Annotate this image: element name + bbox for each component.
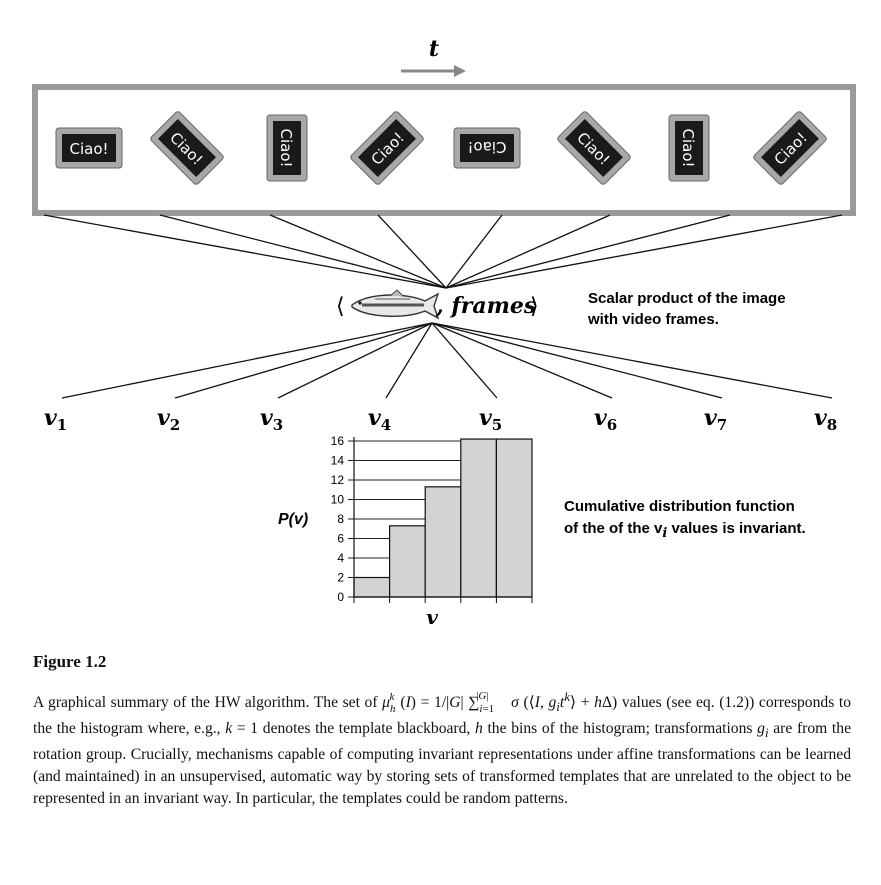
video-frames-box [32,84,856,216]
y-axis-label: P(v) [278,511,308,528]
v-label: v2 [157,405,180,434]
caption-part-2: values (see eq. (1.2)) corresponds to th… [33,694,852,738]
y-tick-label: 12 [331,473,345,487]
frame-text: Ciao! [277,128,295,167]
v-label: v3 [260,405,283,434]
cdf-note-tail: values is invariant. [667,520,805,537]
output-connection-lines [61,322,833,399]
cdf-note-text: of the of the v [564,520,663,537]
product-left-bracket: ⟨ [336,294,345,319]
frame-line [159,214,447,289]
frame-blackboard: Ciao! [557,111,631,185]
time-label: t [429,36,439,62]
y-tick-label: 10 [331,493,345,507]
y-tick-label: 6 [337,532,344,546]
cdf-note-line2: of the of the vi values is invariant. [564,520,806,541]
v-label: v5 [479,405,502,434]
caption-part-4: the bins of the histogram; transformatio… [487,720,753,738]
histogram-bar [424,486,462,598]
v-label: v4 [368,405,391,434]
caption-body: A graphical summary of the HW algorithm.… [33,689,852,808]
frame-line [43,214,447,289]
output-line [431,322,613,399]
cdf-histogram: 0 2 4 6 8 10 12 14 16 [331,434,533,604]
cdf-note-line1: Cumulative distribution function [564,498,795,515]
v-label: v1 [44,405,67,434]
frame-line [445,214,611,289]
caption-title: Figure 1.2 [33,652,107,671]
v-label: v7 [704,405,727,434]
frame-blackboard: Ciao! [453,127,521,169]
frame-line [445,214,731,289]
y-tick-label: 2 [337,571,344,585]
product-frames-text: , frames [435,293,536,319]
scalar-note-line2: with video frames. [587,311,719,328]
frame-line [445,214,843,289]
frame-blackboard: Ciao! [266,114,308,182]
caption-part-1: A graphical summary of the HW algorithm.… [33,694,378,712]
scalar-note-line1: Scalar product of the image [588,290,786,307]
output-line [385,322,433,399]
frame-blackboard: Ciao! [753,111,827,185]
frame-line [269,214,447,289]
v-label: v8 [814,405,837,434]
histogram-bar [353,576,391,598]
hw-algorithm-figure: t Ciao!Ciao!Ciao!Ciao!Ciao!Ciao!Ciao!Cia… [32,36,856,629]
output-line [431,322,723,399]
frame-blackboard: Ciao! [150,111,224,185]
frame-text: Ciao! [467,138,506,156]
video-frames: Ciao! Ciao! Ciao! Ciao! Ciao! Ciao! Ciao! Ciao! [55,111,827,185]
x-axis-label: v [426,605,438,629]
histogram-bar [495,438,533,598]
frame-connection-lines [43,214,843,289]
frame-text: Ciao! [679,128,697,167]
time-arrow-head [454,65,466,77]
frame-blackboard: Ciao! [350,111,424,185]
y-tick-label: 16 [331,434,345,448]
v-label: v6 [594,405,617,434]
product-right-bracket: ⟩ [530,294,539,319]
cdf-note-subscript: i [662,526,667,541]
y-tick-label: 4 [337,551,344,565]
frame-line [377,214,447,289]
y-tick-label: 14 [331,454,345,468]
frame-text: Ciao! [69,140,108,158]
caption-part-3: denotes the template blackboard, [262,720,471,738]
y-tick-label: 0 [337,590,344,604]
histogram-bar [460,438,497,598]
histogram-bar [389,525,426,598]
frame-blackboard: Ciao! [668,114,710,182]
output-line [277,322,433,399]
output-line [431,322,833,399]
caption-part-5: are from the rotation group. Crucially, … [33,720,851,808]
output-line [174,322,433,399]
fish-image-icon [351,289,440,320]
frame-line [445,214,503,289]
frame-blackboard: Ciao! [55,127,123,169]
y-tick-label: 8 [337,512,344,526]
output-line [61,322,433,399]
v-labels: v1 v2 v3 v4 v5 v6 v7 v8 [44,405,837,434]
caption-formula: μhk(I) = 1/|G| ∑i=1|G| σ (⟨I, gitk⟩ + hΔ… [382,689,618,716]
output-line [431,322,498,399]
